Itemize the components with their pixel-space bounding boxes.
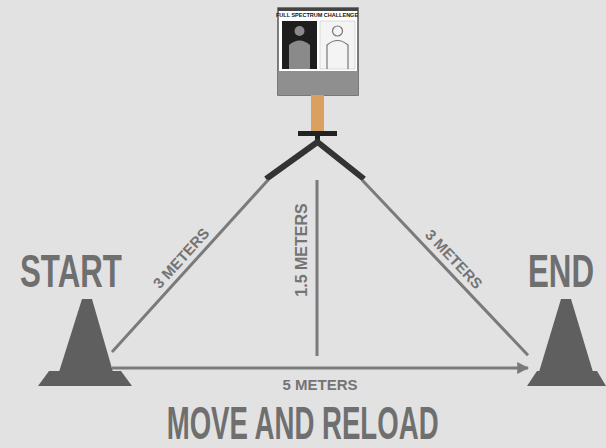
stand-crossbar: [298, 131, 337, 136]
distance-label: 3 METERS: [423, 227, 485, 292]
distance-label: 3 METERS: [150, 225, 212, 291]
distance-label: 5 METERS: [282, 376, 357, 391]
board-base: [278, 71, 358, 95]
cone-base: [527, 371, 606, 386]
silhouette-head: [333, 26, 343, 36]
cone-base: [38, 371, 132, 386]
distance-line: [362, 180, 528, 355]
target-panel: [320, 21, 355, 69]
station-label: END: [528, 248, 594, 294]
dimension-label: 1.5 METERS: [294, 203, 310, 296]
diagram-title: MOVE AND RELOAD: [0, 400, 606, 446]
traffic-cone: [539, 299, 593, 372]
silhouette-body: [289, 41, 310, 70]
target-board: [278, 8, 358, 95]
distance-line: [112, 180, 268, 352]
silhouette-body: [327, 41, 348, 70]
start-cone: START: [20, 255, 112, 387]
height-line: [316, 180, 319, 356]
title-text: MOVE AND RELOAD: [167, 400, 439, 446]
target-heading: FULL SPECTRUM CHALLENGE: [262, 12, 372, 18]
distance-arrow: [112, 366, 528, 369]
stand-legs: [266, 142, 364, 179]
station-label: START: [20, 248, 122, 294]
target-stand: FULL SPECTRUM CHALLENGE: [262, 8, 372, 180]
silhouette-head: [295, 26, 305, 36]
wood-post: [311, 95, 324, 132]
traffic-cone: [59, 299, 113, 372]
end-cone: END: [528, 255, 606, 387]
board-frame: [278, 8, 358, 11]
target-panel: [282, 21, 317, 69]
